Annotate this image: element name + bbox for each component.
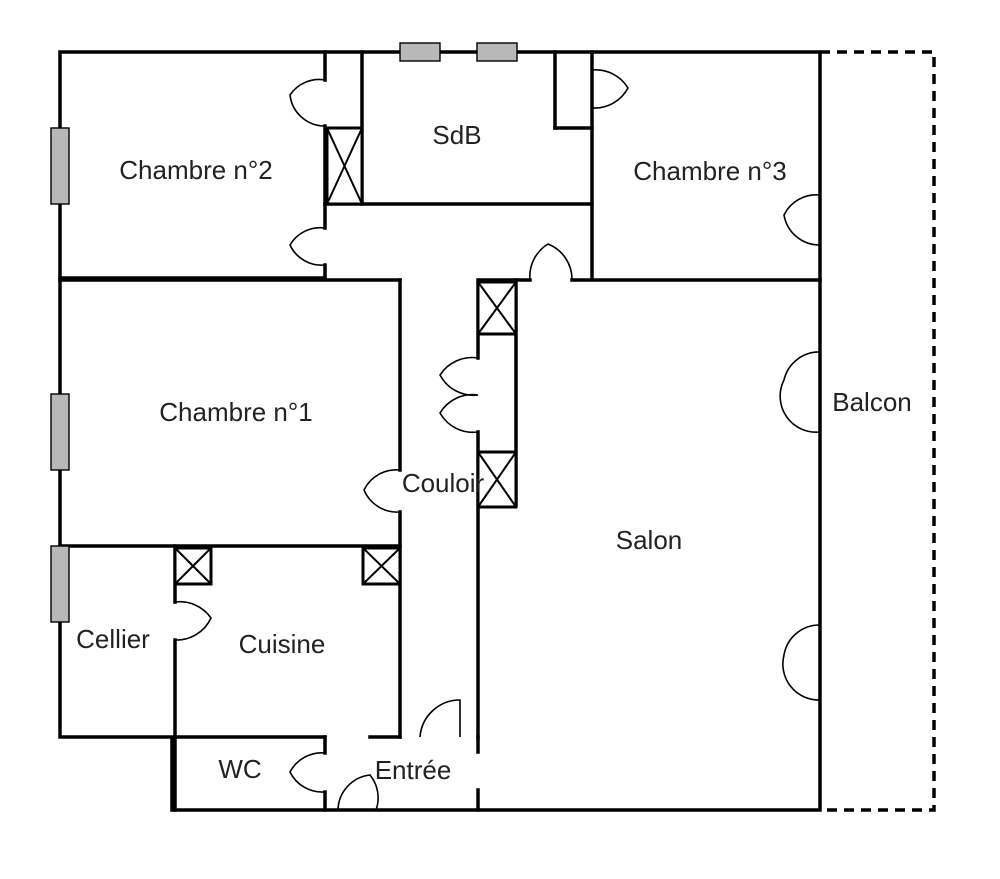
label-salon: Salon xyxy=(616,525,683,555)
label-balcon: Balcon xyxy=(832,387,912,417)
balcony-outline xyxy=(820,50,936,812)
label-chambre-3: Chambre n°3 xyxy=(633,156,786,186)
shaft-couloir-bottom xyxy=(476,450,518,509)
label-chambre-1: Chambre n°1 xyxy=(159,397,312,427)
label-cellier: Cellier xyxy=(76,624,150,654)
doors xyxy=(174,69,821,811)
label-sdb: SdB xyxy=(432,120,481,150)
label-entree: Entrée xyxy=(375,755,452,785)
shaft-couloir-top xyxy=(476,280,518,336)
label-wc: WC xyxy=(218,754,261,784)
windows xyxy=(50,42,518,623)
shafts xyxy=(173,126,518,586)
walls xyxy=(58,50,822,812)
label-cuisine: Cuisine xyxy=(239,629,326,659)
label-couloir: Couloir xyxy=(402,468,485,498)
shaft-cuisine-right xyxy=(361,546,402,586)
shaft-sdb xyxy=(325,126,364,206)
shaft-cuisine-left xyxy=(173,546,213,586)
room-labels: Chambre n°2 SdB Chambre n°3 Chambre n°1 … xyxy=(76,120,912,785)
label-chambre-2: Chambre n°2 xyxy=(119,155,272,185)
